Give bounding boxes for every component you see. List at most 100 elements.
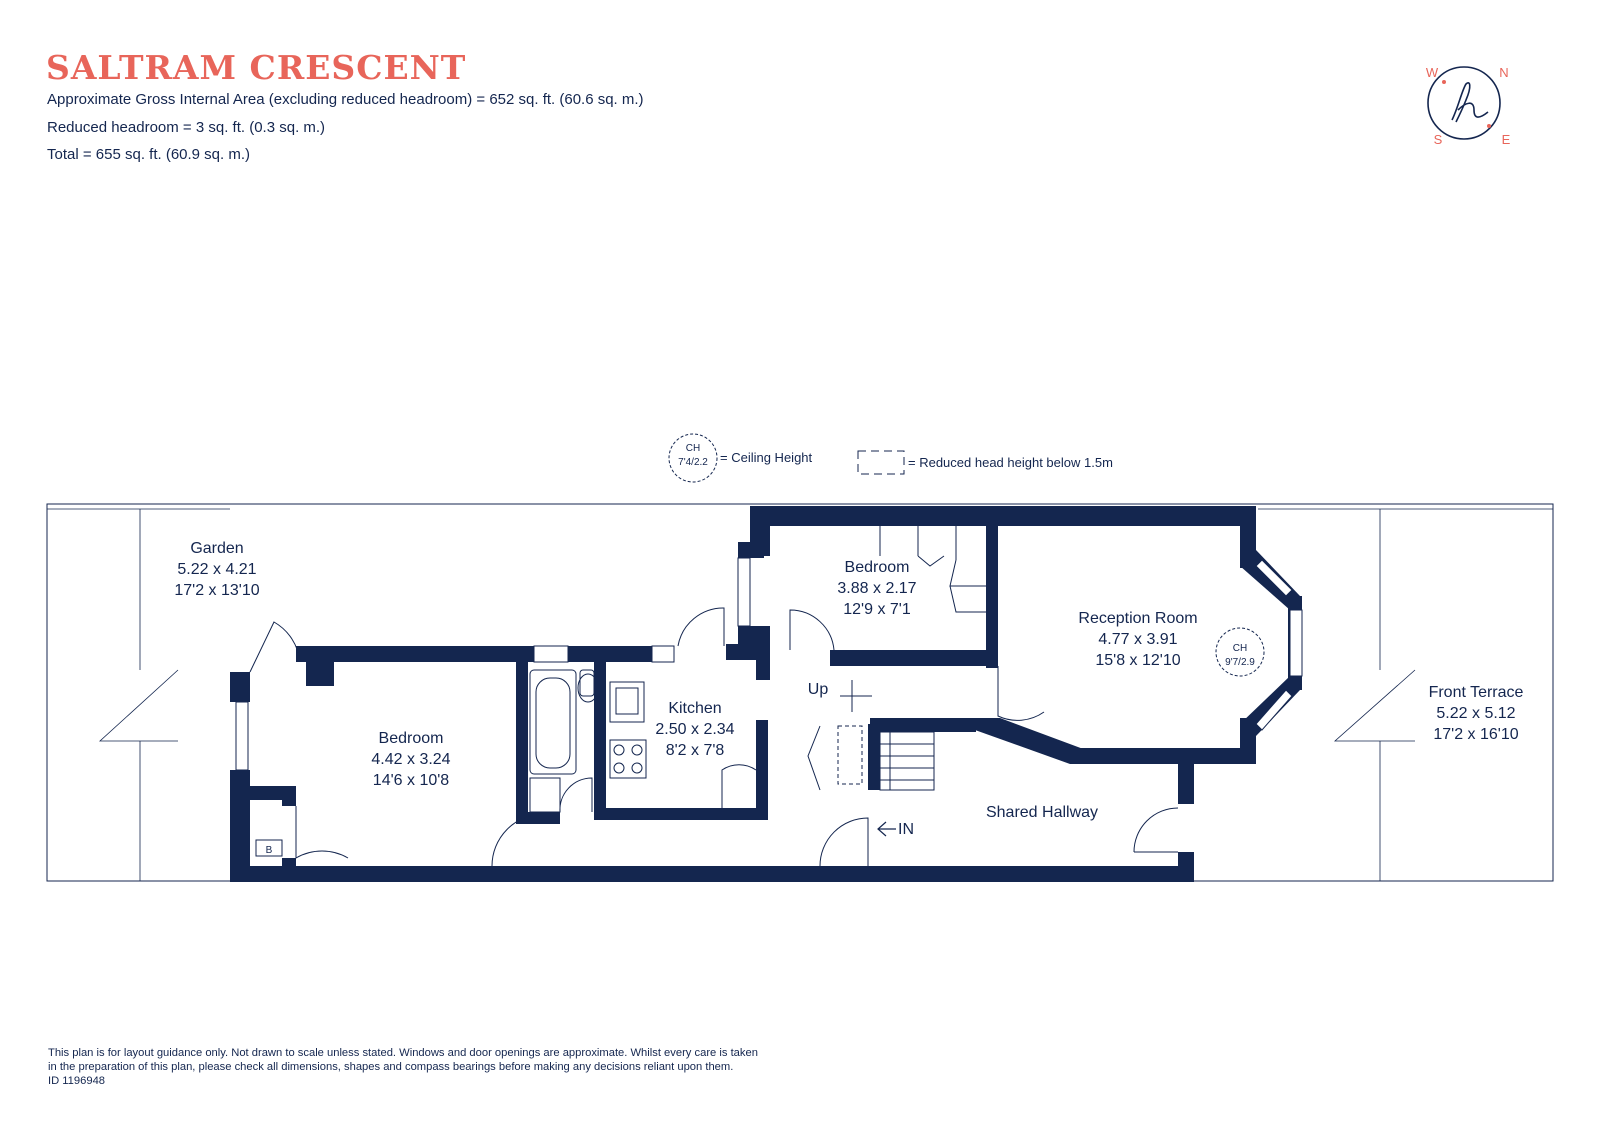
- wall-partition: [986, 520, 998, 668]
- compass-logo: W N S E: [1426, 65, 1511, 147]
- bedroom-upper-metric: 3.88 x 2.17: [837, 580, 916, 597]
- ceiling-height-icon: [1215, 627, 1265, 677]
- front-terrace-zone: [1258, 508, 1553, 881]
- washbasin: [529, 777, 561, 813]
- bathtub: [529, 669, 577, 775]
- total-area-text: Total = 655 sq. ft. (60.9 sq. m.): [47, 146, 251, 163]
- bedroom-upper-name: Bedroom: [845, 559, 910, 576]
- wall: [738, 542, 764, 558]
- compass-dot-icon: [1442, 80, 1446, 84]
- wall: [230, 786, 294, 800]
- compass-n: N: [1499, 65, 1508, 80]
- door-meter: [807, 725, 821, 791]
- kitchen-sink: [609, 681, 645, 723]
- legend-ch-value: 7'4/2.2: [678, 457, 708, 468]
- compass-s: S: [1434, 132, 1443, 147]
- window: [737, 557, 751, 627]
- wall-bottom: [230, 866, 1194, 882]
- legend-reduced-text: = Reduced head height below 1.5m: [908, 455, 1113, 470]
- door-bathroom-cupboard: [559, 777, 593, 813]
- front-terrace-name: Front Terrace: [1429, 684, 1524, 701]
- reception-metric: 4.77 x 3.91: [1098, 631, 1177, 648]
- wall: [756, 720, 768, 820]
- wall-kitchen-left: [594, 662, 606, 820]
- disclaimer-line-2: in the preparation of this plan, please …: [48, 1061, 734, 1073]
- wall: [1178, 764, 1194, 804]
- compass-dot-icon: [1487, 124, 1491, 128]
- door-cupboard: [295, 806, 349, 859]
- plan-id: ID 1196948: [48, 1075, 106, 1087]
- bedroom-lower-imperial: 14'6 x 10'8: [373, 772, 449, 789]
- room-labels: Garden 5.22 x 4.21 17'2 x 13'10 Bedroom …: [174, 540, 1523, 856]
- window: [651, 645, 675, 663]
- compass-w: W: [1426, 65, 1439, 80]
- garden-imperial: 17'2 x 13'10: [174, 582, 259, 599]
- walls: [230, 506, 1302, 882]
- disclaimer: This plan is for layout guidance only. N…: [48, 1046, 868, 1088]
- window: [1255, 689, 1293, 731]
- toilet-bowl: [577, 673, 599, 703]
- door-bedroom-upper: [789, 609, 835, 651]
- boiler-label: B: [266, 845, 273, 856]
- wall-top-upper: [750, 506, 1256, 526]
- hob-ring-icon: [613, 762, 625, 774]
- kitchen-metric: 2.50 x 2.34: [655, 721, 734, 738]
- compass-ring: [1427, 66, 1501, 140]
- window: [1289, 609, 1303, 677]
- door-kitchen: [677, 607, 725, 647]
- bedroom-upper-imperial: 12'9 x 7'1: [843, 601, 911, 618]
- wall: [230, 672, 250, 702]
- door-bathroom: [491, 813, 545, 867]
- toilet-cistern: [579, 669, 595, 697]
- door-entrance: [819, 817, 869, 867]
- wall: [306, 646, 334, 686]
- wall-reception-bottom: [1078, 748, 1256, 764]
- sink-bowl: [615, 687, 639, 715]
- staircase: [879, 731, 935, 791]
- reception-imperial: 15'8 x 12'10: [1095, 652, 1180, 669]
- garden-name: Garden: [190, 540, 243, 557]
- garden-zone: [47, 508, 230, 881]
- legend: CH 7'4/2.2 = Ceiling Height = Reduced he…: [668, 433, 1113, 483]
- front-terrace-metric: 5.22 x 5.12: [1436, 705, 1515, 722]
- wall: [830, 650, 998, 666]
- window: [235, 701, 249, 771]
- wall: [868, 724, 880, 790]
- compass-e: E: [1502, 132, 1511, 147]
- door-garden: [249, 621, 301, 673]
- hob-ring-icon: [631, 762, 643, 774]
- legend-ceiling-text: = Ceiling Height: [720, 450, 813, 465]
- hob: [609, 739, 647, 779]
- shared-hallway-name: Shared Hallway: [986, 804, 1098, 821]
- window: [533, 645, 569, 663]
- disclaimer-line-1: This plan is for layout guidance only. N…: [48, 1047, 758, 1059]
- window: [1255, 559, 1293, 597]
- in-label: IN: [898, 821, 914, 838]
- in-arrow-icon: [877, 821, 896, 837]
- gross-area-text: Approximate Gross Internal Area (excludi…: [47, 91, 644, 108]
- bathtub-inner: [535, 677, 571, 769]
- kitchen-name: Kitchen: [668, 700, 721, 717]
- boiler: [255, 839, 283, 857]
- wall: [756, 650, 770, 680]
- reception-ch-value: 9'7/2.9: [1225, 657, 1255, 668]
- door-kitchen-cupboard: [721, 764, 757, 810]
- door-front: [1133, 807, 1179, 853]
- kitchen-imperial: 8'2 x 7'8: [666, 742, 725, 759]
- ceiling-height-icon: [668, 433, 718, 483]
- bedroom-lower-metric: 4.42 x 3.24: [371, 751, 450, 768]
- garden-metric: 5.22 x 4.21: [177, 561, 256, 578]
- wall-bathroom-left: [516, 662, 528, 824]
- wall-diagonal: [975, 718, 1086, 764]
- wall: [870, 718, 976, 732]
- hob-ring-icon: [631, 744, 643, 756]
- door-reception: [997, 666, 1045, 721]
- up-label: Up: [808, 681, 829, 698]
- fixtures: [255, 526, 986, 857]
- page-title: SALTRAM CRESCENT: [46, 48, 467, 87]
- property-boundary: [46, 503, 1554, 882]
- wall: [516, 812, 560, 824]
- windows: [235, 557, 1303, 771]
- reduced-headroom-text: Reduced headroom = 3 sq. ft. (0.3 sq. m.…: [47, 119, 326, 136]
- reception-ch-label: CH: [1233, 643, 1247, 654]
